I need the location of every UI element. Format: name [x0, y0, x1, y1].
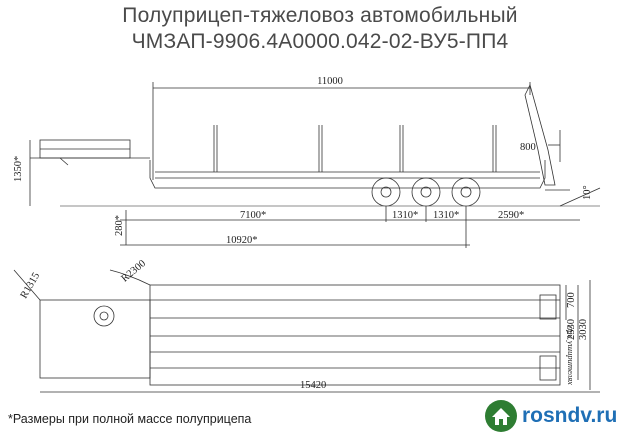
dim-1350: 1350* — [13, 156, 24, 182]
dim-2590: 2590* — [498, 210, 524, 221]
title-line-1: Полуприцеп-тяжеловоз автомобильный — [122, 4, 518, 27]
dim-10920: 10920* — [226, 235, 258, 246]
dim-7100: 7100* — [240, 210, 266, 221]
wheel-2 — [411, 177, 441, 207]
dim-280: 280* — [114, 215, 125, 236]
dim-1310-b: 1310* — [433, 210, 459, 221]
deck-side — [149, 160, 546, 189]
dim-r2300: R2300 — [120, 258, 149, 284]
brand-name: rosndv.ru — [522, 404, 618, 427]
dim-2530: 2530 — [566, 319, 577, 340]
title-line-2: ЧМЗАП-9906.4А0000.042-02-ВУ5-ПП4 — [131, 30, 509, 53]
deck-top — [149, 284, 561, 386]
dim-11000: 11000 — [317, 76, 343, 87]
rear-ramp — [524, 83, 556, 186]
dim-15420: 15420 — [300, 380, 326, 391]
brand-logo[interactable]: rosndv.ru — [484, 396, 617, 436]
dim-3030: 3030 — [578, 319, 589, 340]
kingpin-plate — [93, 305, 115, 327]
dim-800: 800 — [520, 142, 536, 153]
dim-700: 700 — [566, 292, 577, 308]
dim-1310-a: 1310* — [392, 210, 418, 221]
dim-ramp-angle: 10° — [582, 185, 593, 200]
wheel-3 — [451, 177, 481, 207]
dim-r1315: R1315 — [19, 271, 43, 301]
wheel-1 — [371, 177, 401, 207]
side-note: при уширителях — [566, 326, 576, 385]
footnote: *Размеры при полной массе полуприцепа — [8, 412, 252, 426]
house-icon — [485, 400, 517, 432]
